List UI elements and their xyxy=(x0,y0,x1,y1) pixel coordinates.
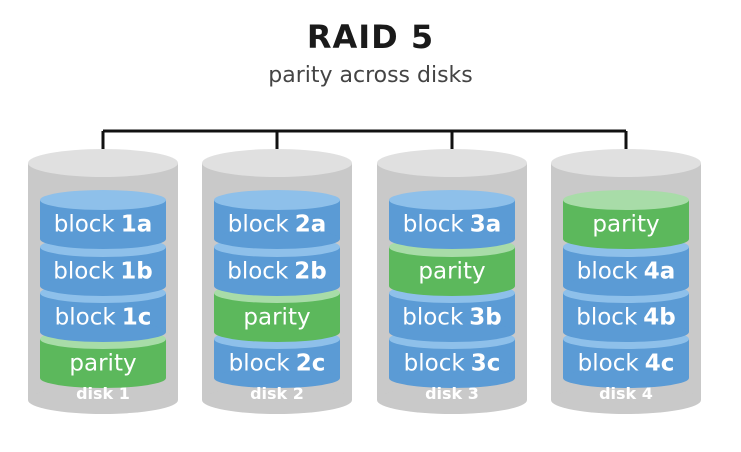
segment-bottom xyxy=(389,322,515,342)
segment-label-number: 1c xyxy=(122,305,152,331)
segment-bottom xyxy=(40,276,166,296)
segment-top xyxy=(214,190,340,210)
segment-label-number: 4c xyxy=(645,351,675,377)
disk-shell-top xyxy=(28,149,178,177)
diagram-title: RAID 5 xyxy=(306,18,435,56)
segment-top xyxy=(389,190,515,210)
segment-bottom xyxy=(563,276,689,296)
segment-label-prefix: block xyxy=(229,351,291,377)
segment-label-prefix: block xyxy=(53,259,115,285)
segment-label-number: 3c xyxy=(471,351,501,377)
segment-bottom xyxy=(214,229,340,249)
segment-top xyxy=(40,190,166,210)
segment-top xyxy=(563,190,689,210)
disk-shell-bottom xyxy=(377,386,527,414)
disk-shell-bottom xyxy=(551,386,701,414)
segment-label-prefix: parity xyxy=(243,305,310,331)
parity-segment: parity xyxy=(563,190,689,249)
segment-label-prefix: parity xyxy=(592,212,659,238)
segment-bottom xyxy=(40,368,166,388)
segment-label-prefix: block xyxy=(55,305,117,331)
segment-label-number: 1b xyxy=(120,259,152,285)
segment-label-number: 2b xyxy=(294,259,326,285)
segment-bottom xyxy=(40,322,166,342)
segment-label-prefix: block xyxy=(403,212,465,238)
segment-label-prefix: block xyxy=(576,305,638,331)
segment-label: parity xyxy=(418,259,485,285)
segment-label-prefix: block xyxy=(228,212,290,238)
segment-label-prefix: block xyxy=(402,305,464,331)
segment-bottom xyxy=(214,276,340,296)
segment-bottom xyxy=(214,368,340,388)
segment-bottom xyxy=(389,368,515,388)
diagram-subtitle: parity across disks xyxy=(268,63,473,88)
segment-label: parity xyxy=(69,351,136,377)
segment-bottom xyxy=(389,229,515,249)
disk-label: disk 3 xyxy=(425,384,479,403)
segment-bottom xyxy=(389,276,515,296)
disk-shell-bottom xyxy=(28,386,178,414)
segment-bottom xyxy=(214,322,340,342)
segment-bottom xyxy=(563,368,689,388)
segment-label: parity xyxy=(243,305,310,331)
segment-bottom xyxy=(40,229,166,249)
segment-bottom xyxy=(563,229,689,249)
segment-label-prefix: block xyxy=(577,259,639,285)
segment-label-number: 4b xyxy=(643,305,675,331)
segment-label-prefix: block xyxy=(404,351,466,377)
segment-label-number: 3b xyxy=(469,305,501,331)
disk-shell-top xyxy=(202,149,352,177)
segment-label-number: 2c xyxy=(296,351,326,377)
disk-shell-top xyxy=(551,149,701,177)
disk-label: disk 2 xyxy=(250,384,304,403)
segment-label-number: 3a xyxy=(470,212,502,238)
segment-label-prefix: parity xyxy=(69,351,136,377)
disk-shell-top xyxy=(377,149,527,177)
segment-label-number: 4a xyxy=(644,259,676,285)
segment-label-number: 1a xyxy=(121,212,153,238)
segment-label-prefix: block xyxy=(54,212,116,238)
disk-label: disk 4 xyxy=(599,384,653,403)
segment-label-number: 2a xyxy=(295,212,327,238)
disk-shell-bottom xyxy=(202,386,352,414)
parity-segment: parity xyxy=(40,329,166,388)
disk-label: disk 1 xyxy=(76,384,130,403)
segment-label: parity xyxy=(592,212,659,238)
segment-label-prefix: parity xyxy=(418,259,485,285)
segment-label-prefix: block xyxy=(227,259,289,285)
segment-bottom xyxy=(563,322,689,342)
segment-label-prefix: block xyxy=(578,351,640,377)
